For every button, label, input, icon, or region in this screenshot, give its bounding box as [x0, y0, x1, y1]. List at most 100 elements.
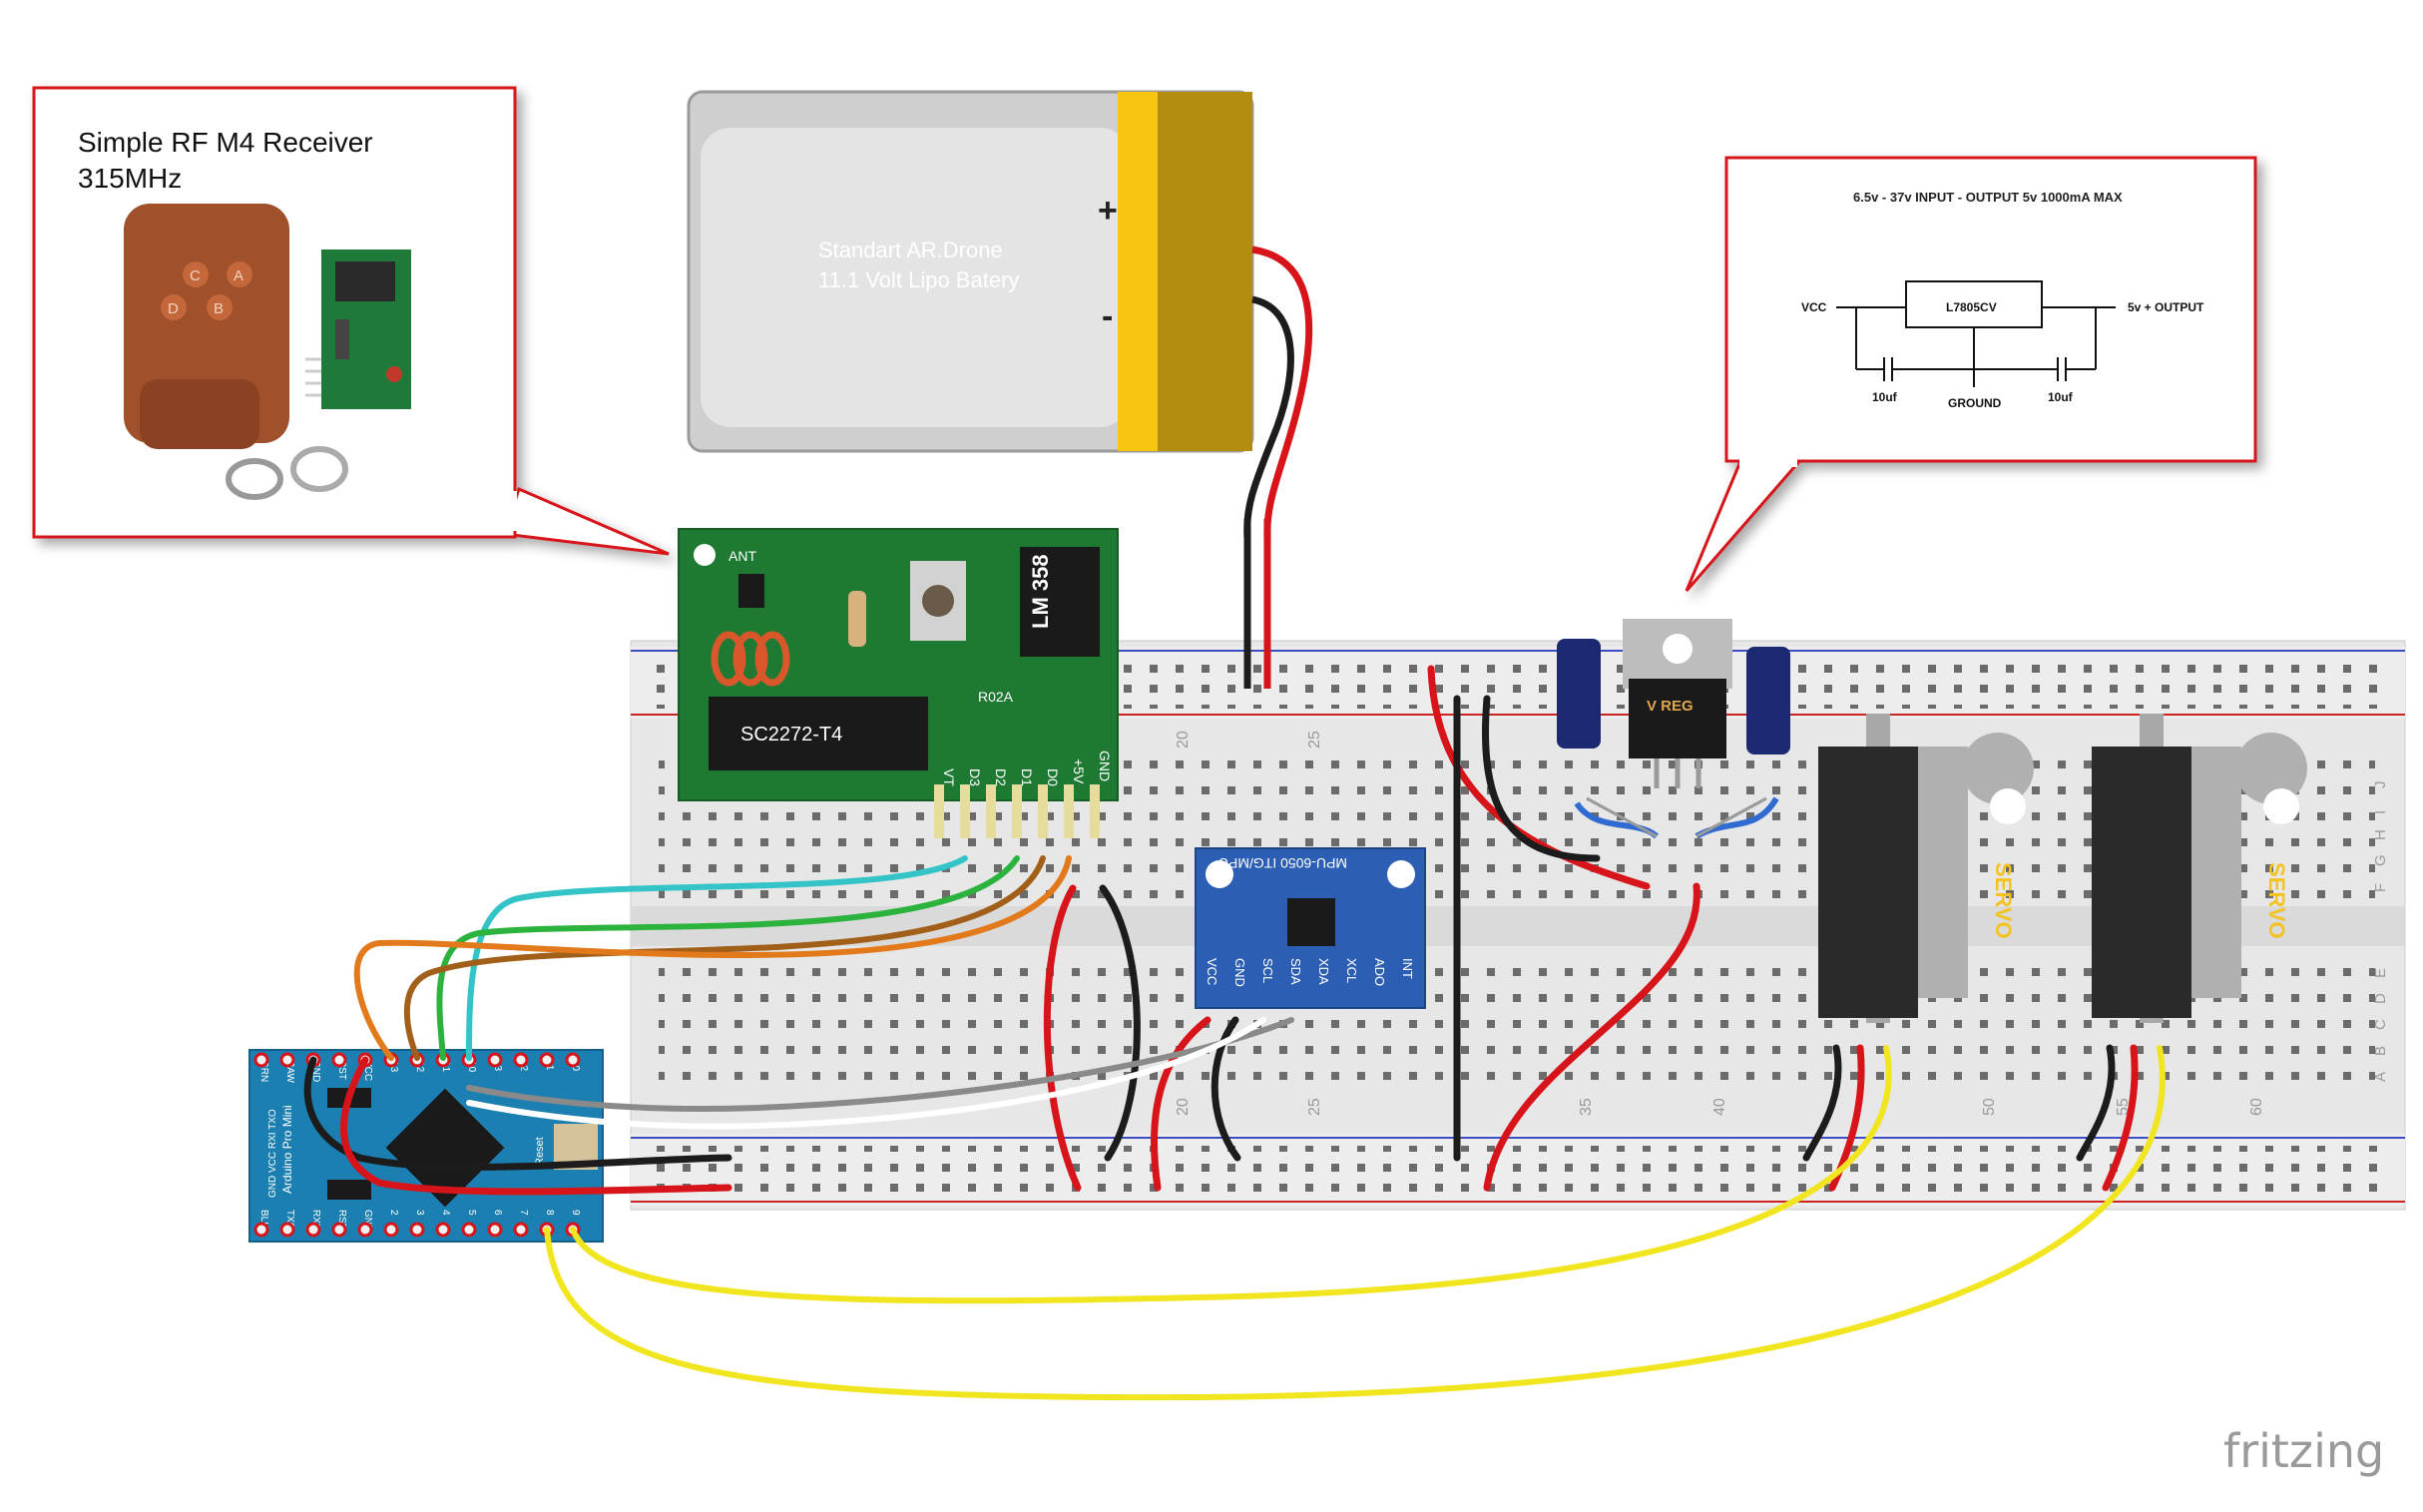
callout-remote-title: Simple RF M4 Receiver	[78, 127, 373, 158]
battery-label-line2: 11.1 Volt Lipo Batery	[818, 267, 1019, 292]
fritzing-logo: fritzing	[2223, 1424, 2384, 1478]
wire-black	[1802, 1044, 1842, 1162]
arduino-pin-label: GRN	[258, 1060, 269, 1082]
callout-regulator	[1685, 156, 2257, 592]
regulator-cap-left-label: 10uf	[1872, 390, 1898, 404]
col-number: 35	[1578, 1098, 1595, 1116]
wire-yellow	[570, 1045, 1892, 1304]
col-number: 40	[1711, 1098, 1728, 1116]
servo-label: SERVO	[2264, 862, 2289, 939]
rf-pin-label: D3	[967, 768, 983, 786]
col-number: 25	[1306, 731, 1323, 749]
remote-keyfob: C A D B	[124, 204, 348, 500]
wire-red	[1151, 1016, 1212, 1192]
rf-pin-label: D1	[1019, 768, 1035, 786]
remote-button-c: C	[190, 267, 201, 284]
arduino-pin-label: 3	[414, 1210, 425, 1216]
wire-orange	[353, 855, 1072, 1061]
arduino-pin-label: TXO	[284, 1210, 295, 1231]
col-number: 50	[1981, 1098, 1998, 1116]
arduino-pin-label: VCC	[362, 1060, 373, 1081]
row-letter: H	[2372, 829, 2389, 840]
col-number: 25	[1306, 1098, 1323, 1116]
rf-pin-label: D0	[1045, 768, 1061, 786]
mpu-pin-label: INT	[1400, 958, 1415, 979]
receiver-module-photo	[305, 250, 411, 409]
row-letter: G	[2372, 854, 2389, 866]
remote-button-b: B	[214, 300, 224, 317]
mpu-pin-label: XDA	[1316, 958, 1331, 985]
row-letter: I	[2372, 810, 2389, 814]
mpu-pin-label: SDA	[1288, 958, 1303, 985]
arduino-pin-label: RXI	[310, 1210, 321, 1227]
rf-pin-label: VT	[941, 768, 957, 786]
wire-black	[1099, 884, 1141, 1162]
rf-pin-label: +5V	[1071, 758, 1087, 784]
wire-white	[466, 1017, 1266, 1130]
rf-model-label: R02A	[978, 689, 1014, 705]
row-letter: F	[2372, 883, 2389, 892]
battery-plus-sign: +	[1098, 192, 1118, 230]
battery-red-lead	[1251, 246, 1313, 540]
wire-black	[303, 1056, 732, 1171]
wire-red	[1483, 882, 1700, 1192]
vreg-label: V REG	[1647, 698, 1694, 715]
row-letter: B	[2372, 1046, 2389, 1056]
regulator-output-label: 5v + OUTPUT	[2128, 300, 2204, 314]
col-number: 20	[1175, 1098, 1192, 1116]
servo-left: SERVO	[1818, 714, 2034, 1023]
mpu-title: MPU-6050 ITG/MPU	[1218, 855, 1347, 871]
wire-black	[1482, 695, 1601, 862]
rf-pin-label: GND	[1097, 751, 1113, 781]
col-number: 55	[2115, 1098, 2132, 1116]
col-number: 60	[2248, 1098, 2265, 1116]
row-letter: E	[2372, 968, 2389, 978]
row-letter: D	[2372, 993, 2389, 1004]
mpu-pin-label: VCC	[1205, 958, 1219, 985]
remote-button-d: D	[168, 300, 179, 317]
arduino-pin-label: GND	[362, 1210, 373, 1232]
arduino-pin-label: 7	[518, 1210, 529, 1216]
arduino-pin-label: RAW	[284, 1060, 295, 1084]
arduino-pin-label: 9	[570, 1210, 581, 1216]
col-number: 20	[1175, 731, 1192, 749]
arduino-pin-label: RST	[336, 1210, 347, 1230]
wire-red	[2102, 1044, 2139, 1192]
arduino-pin-label: RST	[336, 1060, 347, 1080]
mpu-pin-label: XCL	[1344, 958, 1359, 983]
rf-opamp-label: LM 358	[1028, 554, 1053, 629]
regulator-schematic	[1836, 280, 2116, 387]
row-letter: A	[2372, 1072, 2389, 1082]
arduino-pin-label: GND	[310, 1060, 321, 1082]
wire-brown	[403, 855, 1046, 1061]
arduino-pin-label: 8	[544, 1210, 555, 1216]
wires	[303, 665, 2166, 1401]
arduino-bottom-pin-labels: BLK TXO RXI RST GND 2 3 4 5 6 7 8 9	[258, 1210, 581, 1232]
wire-grey	[466, 1017, 1294, 1112]
regulator-ic-label: L7805CV	[1946, 300, 1997, 314]
voltage-regulator: V REG	[1557, 619, 1790, 839]
remote-button-a: A	[234, 267, 243, 284]
wire-yellow	[544, 1045, 2166, 1401]
wire-black	[2076, 1044, 2116, 1162]
regulator-vcc-label: VCC	[1801, 300, 1827, 314]
arduino-pin-label: 6	[492, 1210, 503, 1216]
row-letter: C	[2372, 1019, 2389, 1030]
arduino-pin-label: 5	[466, 1210, 477, 1216]
mpu-pin-label: GND	[1232, 958, 1247, 987]
regulator-ground-label: GROUND	[1948, 396, 2002, 410]
battery-black-lead	[1243, 295, 1294, 540]
arduino-reset-label: Reset	[534, 1137, 546, 1166]
wire-cyan	[466, 855, 968, 1061]
rf-pin-label: D2	[993, 768, 1009, 786]
wire-black	[1211, 1016, 1241, 1162]
battery-label-line1: Standart AR.Drone	[818, 238, 1003, 262]
rf-chip-label: SC2272-T4	[740, 724, 842, 746]
arduino-pin-label: 4	[440, 1210, 451, 1216]
lipo-battery: Standart AR.Drone 11.1 Volt Lipo Batery …	[687, 90, 1254, 453]
row-letter: J	[2372, 781, 2389, 789]
mpu-pin-label: ADO	[1372, 958, 1387, 986]
mpu-pin-label: SCL	[1260, 958, 1275, 983]
arduino-pin-label: BLK	[258, 1210, 269, 1229]
